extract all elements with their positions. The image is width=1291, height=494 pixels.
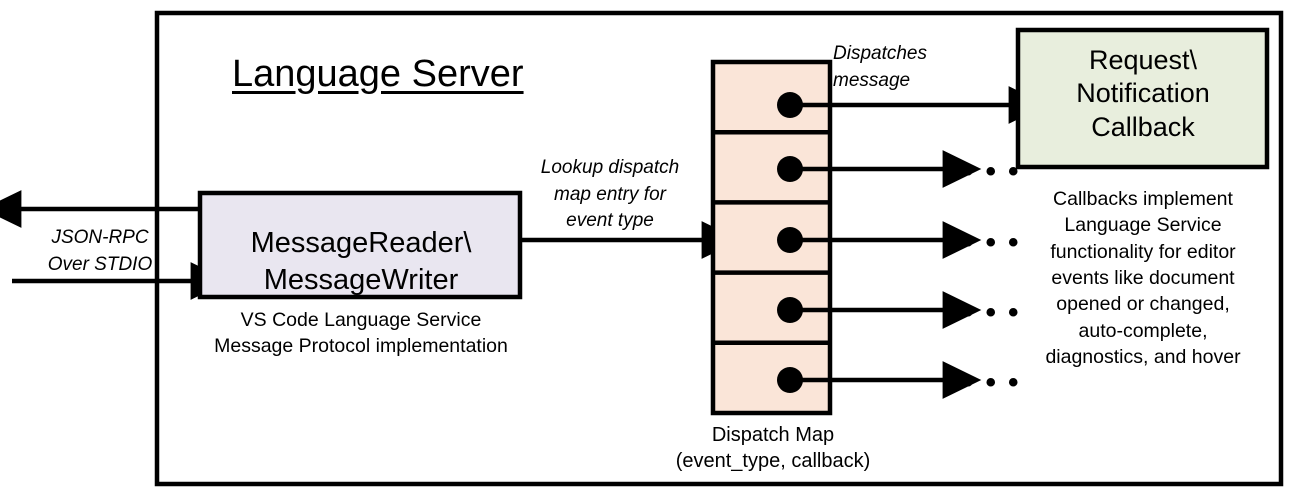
message-reader-label: MessageReader\ MessageWriter — [250, 227, 472, 297]
dispatch-map-caption: Dispatch Map (event_type, callback) — [675, 424, 871, 472]
lookup-edge-label: Lookup dispatch map entry for event type — [540, 157, 680, 232]
ellipsis-row-3: • • • — [963, 226, 1022, 259]
jsonrpc-channel-label: JSON-RPC Over STDIO — [47, 227, 153, 275]
callback-box[interactable] — [1015, 27, 1270, 170]
ellipsis-row-2: • • • — [963, 155, 1022, 188]
message-reader-caption: VS Code Language Service Message Protoco… — [214, 309, 508, 357]
message-reader-box[interactable] — [197, 190, 523, 300]
language-server-boundary — [154, 10, 1284, 487]
dispatches-edge-label: Dispatches message — [833, 43, 927, 91]
callback-caption: Callbacks implement Language Service fun… — [1045, 188, 1241, 368]
dispatch-map-table[interactable] — [710, 59, 833, 416]
ellipsis-row-4: • • • — [963, 296, 1022, 329]
page-title: Language Server — [232, 53, 524, 95]
dispatch-map-outline — [710, 59, 833, 416]
callback-box-label: Request\ Notification Callback — [1076, 45, 1210, 142]
ellipsis-row-5: • • • — [963, 366, 1022, 399]
